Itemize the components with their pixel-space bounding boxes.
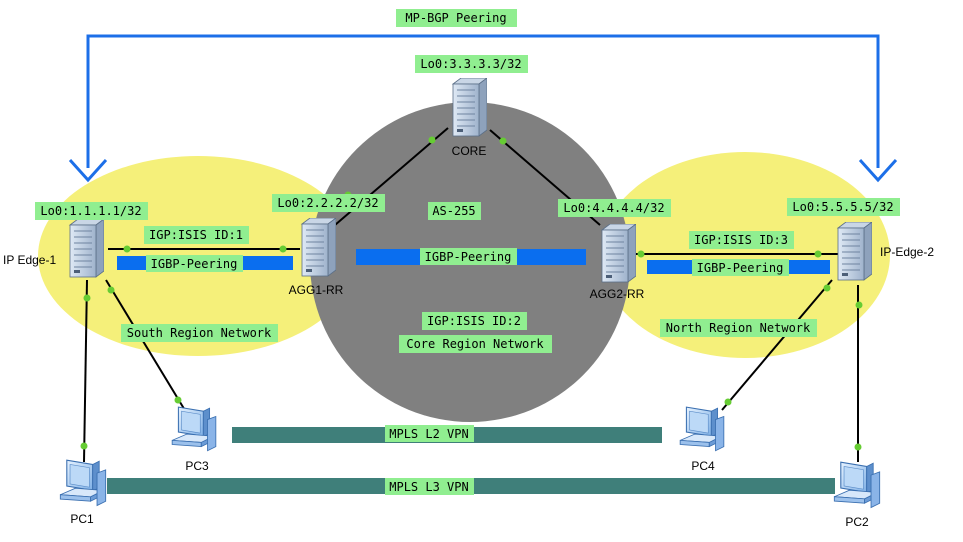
pc2-label: PC2 xyxy=(845,515,869,529)
edge2-device-label: IP-Edge-2 xyxy=(880,245,934,259)
label-backgrounds xyxy=(35,9,900,495)
core-as-label: AS-255 xyxy=(432,204,475,218)
core-igp-label: IGP:ISIS ID:2 xyxy=(427,314,521,328)
edge1-loopback-label: Lo0:1.1.1.1/32 xyxy=(40,204,141,218)
core-router-icon[interactable] xyxy=(452,78,487,137)
mpls-l3-vpn-label: MPLS L3 VPN xyxy=(389,480,468,494)
agg2-router-icon[interactable] xyxy=(601,224,636,283)
agg1-device-label: AGG1-RR xyxy=(289,283,344,297)
north-region-label: North Region Network xyxy=(666,321,811,335)
agg1-router-icon[interactable] xyxy=(301,218,336,277)
core-loopback-label: Lo0:3.3.3.3/32 xyxy=(420,57,521,71)
agg2-loopback-label: Lo0:4.4.4.4/32 xyxy=(563,201,664,215)
pc4-label: PC4 xyxy=(691,459,715,473)
south-igp-label: IGP:ISIS ID:1 xyxy=(149,228,243,242)
core-ibgp-label: IGBP-Peering xyxy=(425,250,512,264)
pc1-label: PC1 xyxy=(70,512,94,526)
link-edge1-pc3 xyxy=(105,279,187,413)
mp-bgp-peering-arrow xyxy=(68,34,898,183)
mp-bgp-peering-label: MP-BGP Peering xyxy=(405,11,506,25)
agg1-loopback-label: Lo0:2.2.2.2/32 xyxy=(277,196,378,210)
pc4-computer-icon[interactable] xyxy=(679,406,725,452)
edge2-loopback-label: Lo0:5.5.5.5/32 xyxy=(792,200,893,214)
link-edge1-pc1 xyxy=(83,279,88,463)
core-region-label: Core Region Network xyxy=(406,337,544,351)
north-ibgp-label: IGBP-Peering xyxy=(697,261,784,275)
edge2-router-icon[interactable] xyxy=(837,222,872,281)
pc2-computer-icon[interactable] xyxy=(833,461,881,509)
south-ibgp-label: IGBP-Peering xyxy=(151,257,238,271)
edge1-router-icon[interactable] xyxy=(69,219,104,278)
pc3-label: PC3 xyxy=(185,459,209,473)
south-region-label: South Region Network xyxy=(127,326,272,340)
core-device-label: CORE xyxy=(452,144,487,158)
north-igp-label: IGP:ISIS ID:3 xyxy=(694,233,788,247)
pc3-computer-icon[interactable] xyxy=(171,406,217,452)
mpls-l2-vpn-label: MPLS L2 VPN xyxy=(389,427,468,441)
edge1-device-label: IP Edge-1 xyxy=(3,253,56,267)
link-edge2-pc4 xyxy=(721,279,833,411)
agg2-device-label: AGG2-RR xyxy=(590,287,645,301)
pc1-computer-icon[interactable] xyxy=(59,459,107,507)
